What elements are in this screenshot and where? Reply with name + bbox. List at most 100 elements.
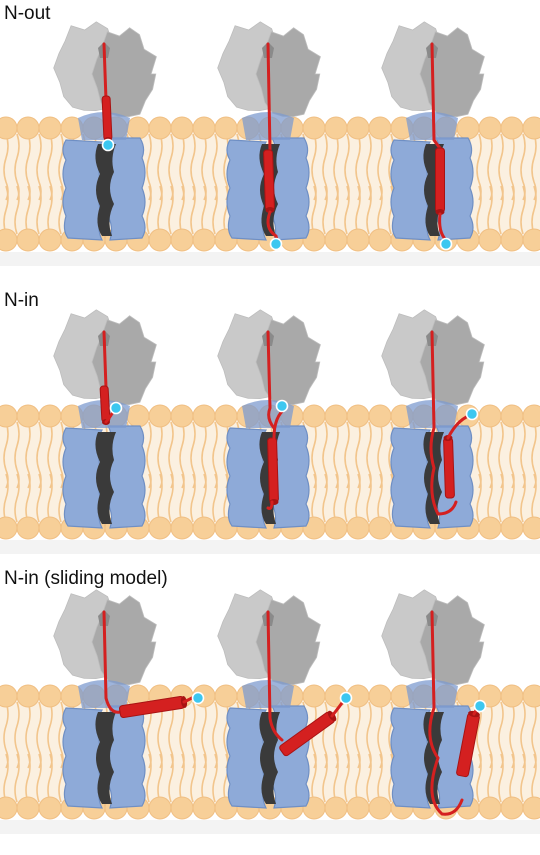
lipid-head bbox=[368, 228, 392, 252]
lipid-tail bbox=[366, 753, 372, 803]
lipid-tail bbox=[355, 753, 361, 803]
n-terminus-dot bbox=[439, 237, 453, 251]
panel-label: N-in (sliding model) bbox=[4, 568, 168, 589]
nascent-chain bbox=[428, 610, 464, 816]
lipid-head bbox=[170, 116, 194, 140]
lipid-tail bbox=[520, 473, 526, 523]
lipid-tail bbox=[146, 753, 152, 803]
lipid-tail bbox=[355, 185, 361, 235]
lipid-head bbox=[16, 684, 40, 708]
lipid-tail bbox=[146, 473, 152, 523]
lipid-head bbox=[302, 404, 326, 428]
translocon-right-half bbox=[106, 425, 146, 529]
lipid-tail bbox=[190, 473, 196, 523]
lipid-head bbox=[346, 228, 370, 252]
lipid-head bbox=[38, 516, 62, 540]
lipid-tail bbox=[355, 473, 361, 523]
lipid-head bbox=[500, 796, 524, 820]
lipid-tail bbox=[487, 473, 493, 523]
translocon-right-half bbox=[106, 705, 146, 809]
translocon-right-half bbox=[106, 137, 146, 241]
translocon-pore bbox=[259, 712, 280, 804]
translocon-vestibule bbox=[242, 112, 294, 140]
lipid-tail bbox=[190, 753, 196, 803]
lipid-tail bbox=[311, 753, 317, 803]
lipid-head bbox=[522, 404, 540, 428]
lipid-tail bbox=[58, 473, 64, 523]
lipid-tail bbox=[201, 185, 207, 235]
lipid-tail bbox=[476, 753, 482, 803]
lipid-tail bbox=[531, 185, 537, 235]
n-terminus-dot bbox=[465, 407, 479, 421]
lipid-head bbox=[346, 404, 370, 428]
lipid-tail bbox=[168, 473, 174, 523]
nascent-chain bbox=[429, 330, 458, 516]
lipid-head bbox=[500, 228, 524, 252]
lipid-head bbox=[148, 796, 172, 820]
helix-body bbox=[263, 149, 275, 211]
helix-body bbox=[443, 437, 455, 499]
lipid-tail bbox=[487, 753, 493, 803]
lipid-tail bbox=[366, 185, 372, 235]
lipid-tail bbox=[47, 473, 53, 523]
lipid-head bbox=[500, 684, 524, 708]
lipid-head bbox=[368, 404, 392, 428]
lipid-tail bbox=[25, 473, 31, 523]
lipid-head bbox=[500, 404, 524, 428]
nascent-chain bbox=[102, 330, 108, 390]
lipid-head bbox=[38, 116, 62, 140]
lipid-tail bbox=[333, 185, 339, 235]
lipid-head bbox=[16, 228, 40, 252]
helix bbox=[263, 149, 275, 214]
lipid-tail bbox=[36, 753, 42, 803]
lipid-head bbox=[478, 404, 502, 428]
lipid-tail bbox=[58, 753, 64, 803]
translocon-right-half bbox=[270, 137, 310, 241]
n-terminus-dot bbox=[109, 401, 123, 415]
membrane-shadow bbox=[0, 820, 540, 834]
complex-3 bbox=[381, 309, 485, 529]
lipid-head bbox=[192, 116, 216, 140]
lipid-tail bbox=[333, 753, 339, 803]
lipid-tail bbox=[157, 753, 163, 803]
lipid-tail bbox=[344, 185, 350, 235]
lipid-tail bbox=[190, 185, 196, 235]
lipid-tail bbox=[322, 185, 328, 235]
panel-n-in-sliding: N-in (sliding model) bbox=[0, 568, 540, 855]
lipid-head bbox=[0, 516, 18, 540]
translocon-vestibule bbox=[406, 112, 458, 140]
lipid-head bbox=[192, 516, 216, 540]
lipid-tail bbox=[212, 753, 218, 803]
panel-n-out: N-out bbox=[0, 0, 540, 268]
lipid-tail bbox=[344, 473, 350, 523]
lipid-head bbox=[456, 116, 480, 140]
lipid-tail bbox=[377, 473, 383, 523]
lipid-tail bbox=[157, 185, 163, 235]
lipid-tail bbox=[201, 473, 207, 523]
nascent-chain bbox=[102, 610, 122, 714]
lipid-head bbox=[302, 116, 326, 140]
lipid-tail bbox=[36, 473, 42, 523]
lipid-head bbox=[38, 684, 62, 708]
translocon-pore bbox=[95, 432, 116, 524]
translocon-vestibule bbox=[242, 680, 294, 708]
lipid-tail bbox=[509, 753, 515, 803]
lipid-tail bbox=[179, 753, 185, 803]
lipid-head bbox=[368, 796, 392, 820]
nascent-chain bbox=[266, 42, 272, 152]
complex-3 bbox=[381, 21, 485, 251]
lipid-head bbox=[478, 116, 502, 140]
complex-2 bbox=[217, 589, 353, 809]
complex-3 bbox=[381, 589, 487, 816]
lipid-head bbox=[170, 516, 194, 540]
lipid-tail bbox=[322, 753, 328, 803]
helix bbox=[101, 95, 113, 144]
lipid-tail bbox=[498, 185, 504, 235]
complex-1 bbox=[53, 21, 157, 241]
lipid-head bbox=[192, 228, 216, 252]
lipid-head bbox=[324, 796, 348, 820]
lipid-head bbox=[500, 516, 524, 540]
complex-2 bbox=[217, 21, 321, 251]
lipid-head bbox=[38, 228, 62, 252]
membrane-shadow bbox=[0, 252, 540, 266]
